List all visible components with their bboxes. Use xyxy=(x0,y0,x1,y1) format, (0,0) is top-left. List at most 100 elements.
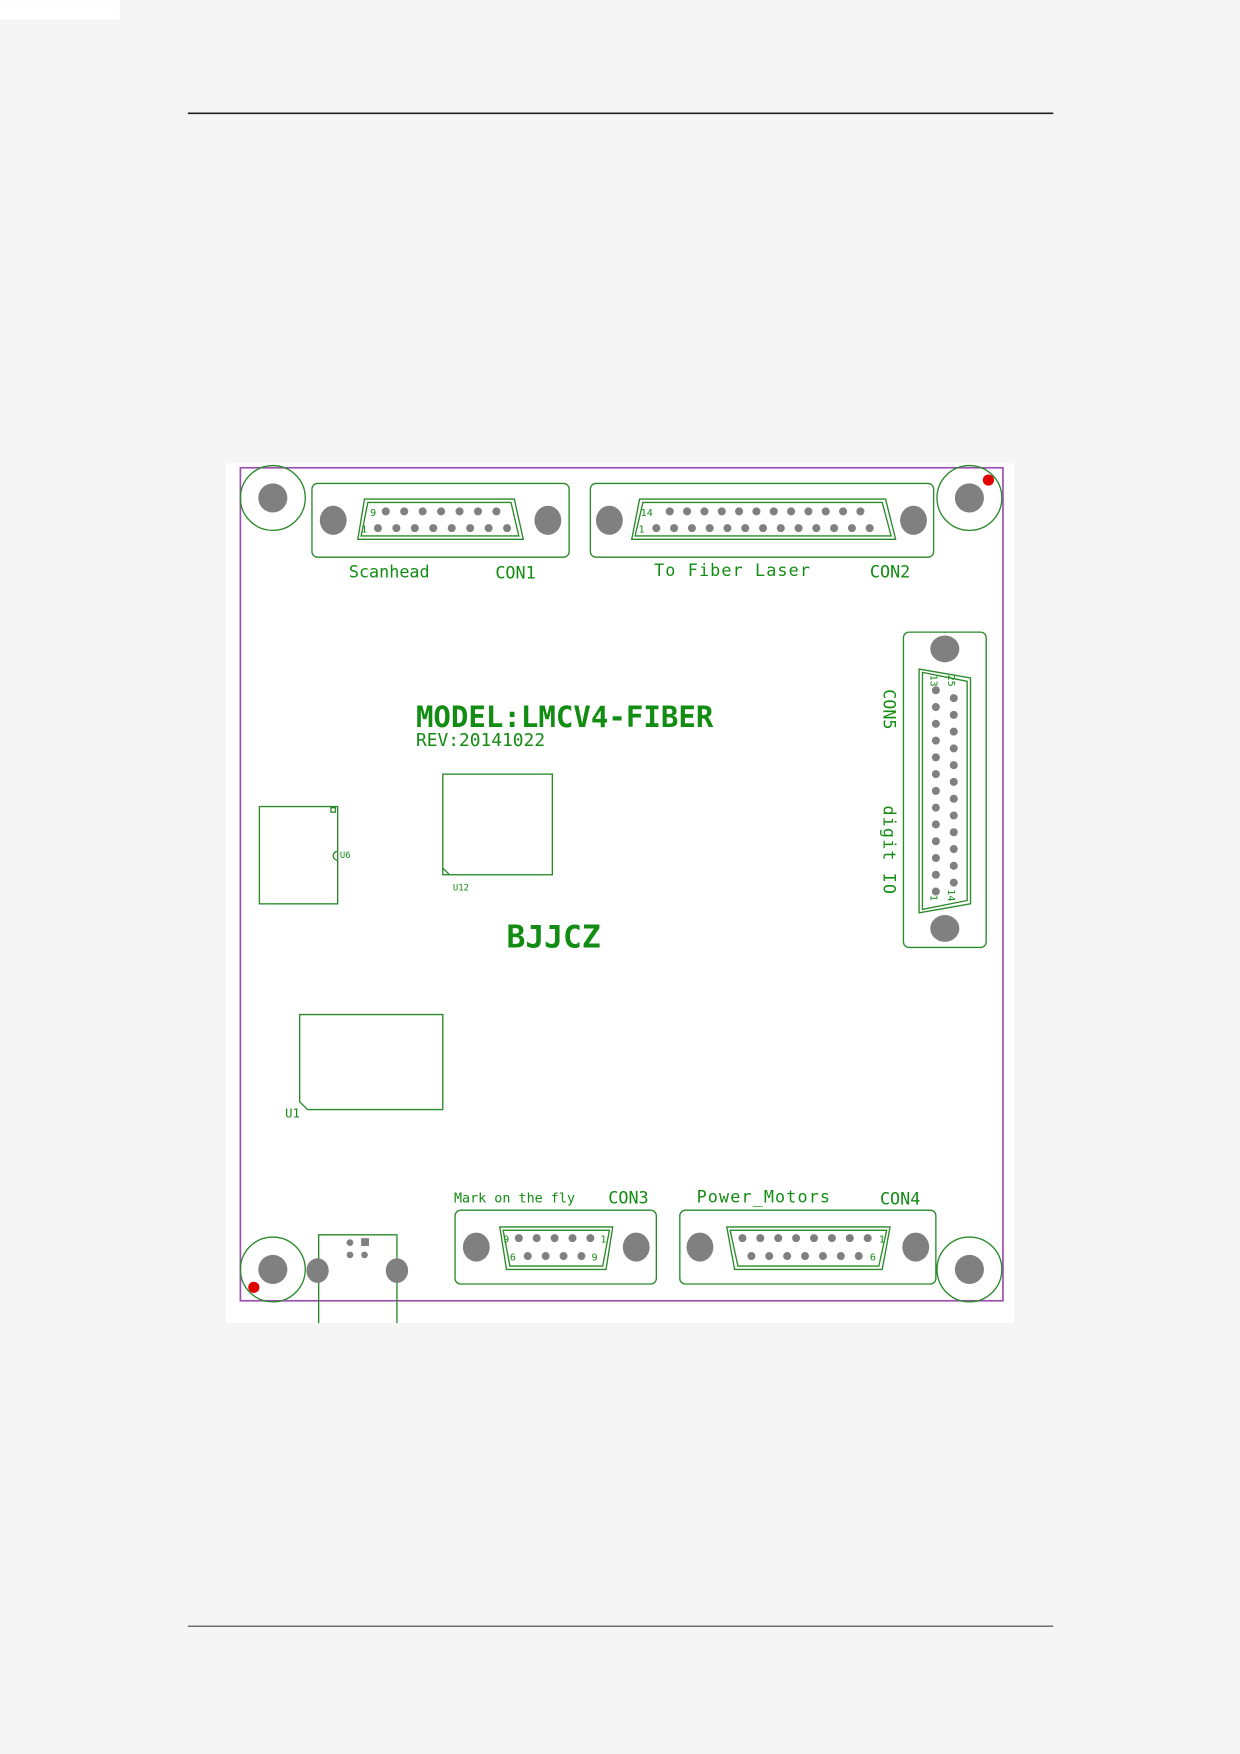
connector-pin xyxy=(466,524,475,533)
connector-pin xyxy=(949,727,958,736)
connector-pin xyxy=(856,507,865,516)
pin-label: 1 xyxy=(361,525,367,536)
connector-pin xyxy=(845,1234,854,1243)
connector-pin xyxy=(830,524,839,533)
connector-pin xyxy=(931,837,940,846)
connector-pin xyxy=(381,507,390,516)
connector-id: CON1 xyxy=(495,562,535,582)
chip-label: U1 xyxy=(285,1106,300,1120)
connector-pin xyxy=(801,1252,810,1261)
connector-pin xyxy=(400,507,409,516)
connector-pin xyxy=(473,507,483,516)
connector-pin xyxy=(949,710,958,719)
connector-pin xyxy=(839,507,848,516)
connector-pin xyxy=(949,811,958,820)
connector-pin xyxy=(705,524,714,533)
pin-label: 9 xyxy=(591,1253,597,1264)
connector-label: Mark on the fly xyxy=(454,1191,575,1206)
connector-pin xyxy=(758,524,768,533)
connector-pin xyxy=(931,686,940,695)
connector-pin xyxy=(765,1252,774,1261)
connector-con4: 1 6 Power_Motors CON4 xyxy=(679,1186,937,1285)
pin-label: 9 xyxy=(503,1235,509,1246)
connector-pin xyxy=(809,1234,819,1243)
connector-pin xyxy=(794,524,803,533)
connector-pin xyxy=(821,507,830,516)
connector-id: CON3 xyxy=(608,1187,648,1207)
connector-pin xyxy=(949,861,958,870)
connector-pin xyxy=(741,524,750,533)
connector-pin xyxy=(931,703,940,712)
connector-con3: 9 1 6 9 Mark on the fly CON3 xyxy=(454,1187,658,1285)
connector-pin xyxy=(863,1234,872,1243)
connector-pin xyxy=(532,1234,541,1243)
revision-label: REV:20141022 xyxy=(416,730,545,751)
pin-label: 6 xyxy=(510,1253,516,1264)
connector-pin xyxy=(827,1234,836,1243)
connector-pin xyxy=(949,744,958,753)
connector-pin xyxy=(949,761,958,770)
connector-label: Scanhead xyxy=(349,561,430,581)
connector-con2: 14 1 To Fiber Laser CON2 xyxy=(589,482,935,581)
connector-pin xyxy=(818,1252,827,1261)
connector-pin xyxy=(484,524,493,533)
connector-pin xyxy=(577,1252,586,1261)
connector-pin xyxy=(774,1234,783,1243)
connector-pin xyxy=(931,770,940,779)
connector-pin xyxy=(931,820,940,829)
connector-pin xyxy=(568,1234,577,1243)
connector-pin xyxy=(949,845,958,854)
connector-pin xyxy=(854,1252,863,1261)
pin-label: 14 xyxy=(945,889,956,901)
pin-label: 6 xyxy=(870,1253,876,1264)
pin-label: 13 xyxy=(927,675,938,687)
connector-pin xyxy=(931,870,940,879)
connector-label: To Fiber Laser xyxy=(654,560,811,580)
connector-id: CON2 xyxy=(870,561,910,581)
connector-pin xyxy=(514,1234,523,1243)
pin-label: 1 xyxy=(879,1235,885,1246)
chip-label: U12 xyxy=(453,883,469,893)
connector-con1: 9 1 Scanhead CON1 xyxy=(311,482,570,582)
connector-pin xyxy=(683,507,692,516)
connector-pin xyxy=(949,828,958,837)
mounting-hole xyxy=(936,1236,1003,1303)
chip-u1: U1 xyxy=(285,1013,444,1120)
connector-pin xyxy=(492,507,501,516)
connector-con5: 13 25 1 14 CON5 digit IO xyxy=(879,631,987,949)
pin-label: 14 xyxy=(641,508,653,519)
connector-pin xyxy=(931,803,940,812)
connector-pin xyxy=(437,507,446,516)
connector-pin xyxy=(783,1252,792,1261)
connector-pin xyxy=(373,524,382,533)
usb-port xyxy=(306,1234,409,1324)
connector-pin xyxy=(812,524,821,533)
pin-label: 1 xyxy=(638,525,644,536)
chip-u6: U6 xyxy=(258,805,351,905)
connector-pin xyxy=(503,524,512,533)
connector-pin xyxy=(836,1252,845,1261)
connector-pin xyxy=(931,887,940,896)
chip-u12: U12 xyxy=(442,773,554,893)
connector-pin xyxy=(700,507,709,516)
connector-pin xyxy=(949,878,958,887)
brand-label: BJJCZ xyxy=(507,919,601,955)
connector-pin xyxy=(418,507,427,516)
chip-label: U6 xyxy=(340,851,351,861)
connector-pin xyxy=(670,524,679,533)
connector-pin xyxy=(931,853,940,863)
connector-pin xyxy=(586,1234,595,1243)
connector-pin xyxy=(865,524,874,533)
connector-pin xyxy=(747,1252,756,1261)
page-corner-tab xyxy=(0,0,120,20)
connector-pin xyxy=(931,753,940,762)
connector-pin xyxy=(787,507,796,516)
connector-pin xyxy=(523,1252,532,1261)
connector-pin xyxy=(792,1234,801,1243)
connector-id: CON4 xyxy=(880,1189,920,1209)
pin-label: 1 xyxy=(600,1235,606,1246)
connector-pin xyxy=(687,524,696,533)
connector-pin xyxy=(550,1234,559,1243)
connector-pin xyxy=(541,1252,550,1261)
